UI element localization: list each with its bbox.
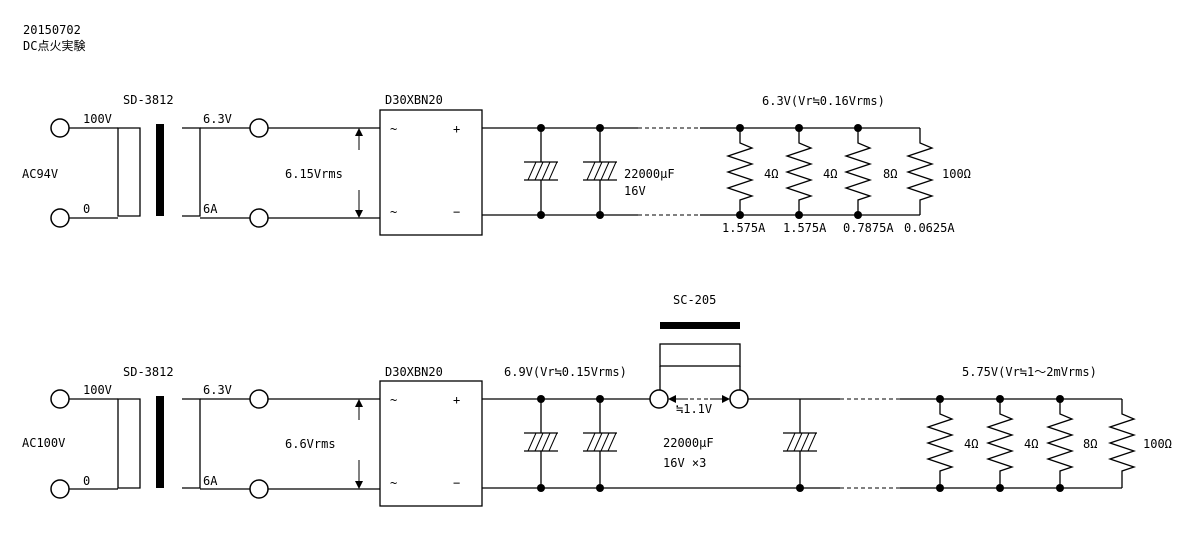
c2-capacitor-3 — [783, 399, 817, 488]
c1-capacitor-1 — [524, 128, 558, 215]
c1-rectifier-ac2: ~ — [390, 205, 397, 219]
c2-resistor-1 — [925, 399, 955, 488]
c1-secondary-terminal-bottom — [249, 208, 269, 228]
c1-secondary-6a: 6A — [203, 202, 218, 216]
c1-rectifier — [379, 109, 483, 236]
c2-secondary-terminal-bottom — [249, 479, 269, 499]
c2-load-3: 8Ω — [1083, 437, 1097, 451]
c1-load-4: 100Ω — [942, 167, 971, 181]
c1-current-3: 0.7875A — [843, 221, 894, 235]
c2-rectifier-plus: + — [453, 393, 460, 407]
c1-capacitor-2 — [583, 128, 617, 215]
header-title: DC点火実験 — [23, 38, 85, 53]
c1-cap-value: 22000μF — [624, 167, 675, 181]
c2-rectifier-label: D30XBN20 — [385, 365, 443, 379]
c2-input-voltage: AC100V — [22, 436, 65, 450]
c2-capacitor-2 — [583, 399, 617, 488]
c2-output-voltage: 5.75V(Vr≒1～2mVrms) — [962, 365, 1097, 379]
c2-primary-100v: 100V — [83, 383, 112, 397]
c2-input-terminal-bottom — [50, 479, 70, 499]
c1-transformer-label: SD-3812 — [123, 93, 174, 107]
c2-cap-voltage: 16V ×3 — [663, 456, 706, 470]
c2-secondary-63v: 6.3V — [203, 383, 232, 397]
c1-current-4: 0.0625A — [904, 221, 955, 235]
c1-load-3: 8Ω — [883, 167, 897, 181]
c2-choke — [649, 322, 749, 409]
c2-resistor-3 — [1045, 399, 1075, 488]
c1-rectifier-plus: + — [453, 122, 460, 136]
c1-resistor-3 — [843, 128, 873, 215]
c1-rectifier-minus: − — [453, 205, 460, 219]
c2-secondary-6a: 6A — [203, 474, 218, 488]
c1-current-2: 1.575A — [783, 221, 827, 235]
c2-load-1: 4Ω — [964, 437, 978, 451]
header-date: 20150702 — [23, 23, 81, 37]
c2-ac-voltage: 6.6Vrms — [285, 437, 336, 451]
c2-rectifier-ac2: ~ — [390, 476, 397, 490]
c2-transformer — [117, 396, 201, 489]
c1-cap-voltage: 16V — [624, 184, 646, 198]
c2-secondary-terminal-top — [249, 389, 269, 409]
c2-choke-label: SC-205 — [673, 293, 716, 307]
c1-resistor-1 — [725, 128, 755, 215]
c2-dc-voltage: 6.9V(Vr≒0.15Vrms) — [504, 365, 627, 379]
c1-junctions — [537, 124, 862, 219]
c2-junctions — [537, 395, 1064, 492]
c1-input-terminal-top — [50, 118, 70, 138]
c1-secondary-terminal-top — [249, 118, 269, 138]
c2-rectifier-ac1: ~ — [390, 393, 397, 407]
c1-rectifier-label: D30XBN20 — [385, 93, 443, 107]
c2-resistor-4 — [1107, 399, 1137, 488]
c1-ac-voltage: 6.15Vrms — [285, 167, 343, 181]
c1-primary-100v: 100V — [83, 112, 112, 126]
c2-cap-value: 22000μF — [663, 436, 714, 450]
circuit-1: SD-3812 100V 0 6.3V 6A AC94V 6.15Vrms D3… — [22, 93, 971, 236]
c2-input-terminal-top — [50, 389, 70, 409]
c1-resistor-2 — [784, 128, 814, 215]
c2-capacitor-1 — [524, 399, 558, 488]
c1-secondary-63v: 6.3V — [203, 112, 232, 126]
circuit-2: SD-3812 100V 0 6.3V 6A AC100V 6.6Vrms D3… — [22, 293, 1172, 507]
c2-rectifier — [379, 380, 483, 507]
c1-transformer — [117, 124, 201, 217]
c1-load-1: 4Ω — [764, 167, 778, 181]
c1-rectifier-ac1: ~ — [390, 122, 397, 136]
c1-resistor-4 — [905, 128, 935, 215]
c1-load-2: 4Ω — [823, 167, 837, 181]
c1-input-terminal-bottom — [50, 208, 70, 228]
c1-current-1: 1.575A — [722, 221, 766, 235]
c2-load-2: 4Ω — [1024, 437, 1038, 451]
c2-primary-0: 0 — [83, 474, 90, 488]
c2-load-4: 100Ω — [1143, 437, 1172, 451]
c1-primary-0: 0 — [83, 202, 90, 216]
c1-input-voltage: AC94V — [22, 167, 58, 181]
c2-rectifier-minus: − — [453, 476, 460, 490]
c2-resistor-2 — [985, 399, 1015, 488]
c2-choke-drop: ≒1.1V — [676, 402, 712, 416]
c2-transformer-label: SD-3812 — [123, 365, 174, 379]
c1-output-voltage: 6.3V(Vr≒0.16Vrms) — [762, 94, 885, 108]
